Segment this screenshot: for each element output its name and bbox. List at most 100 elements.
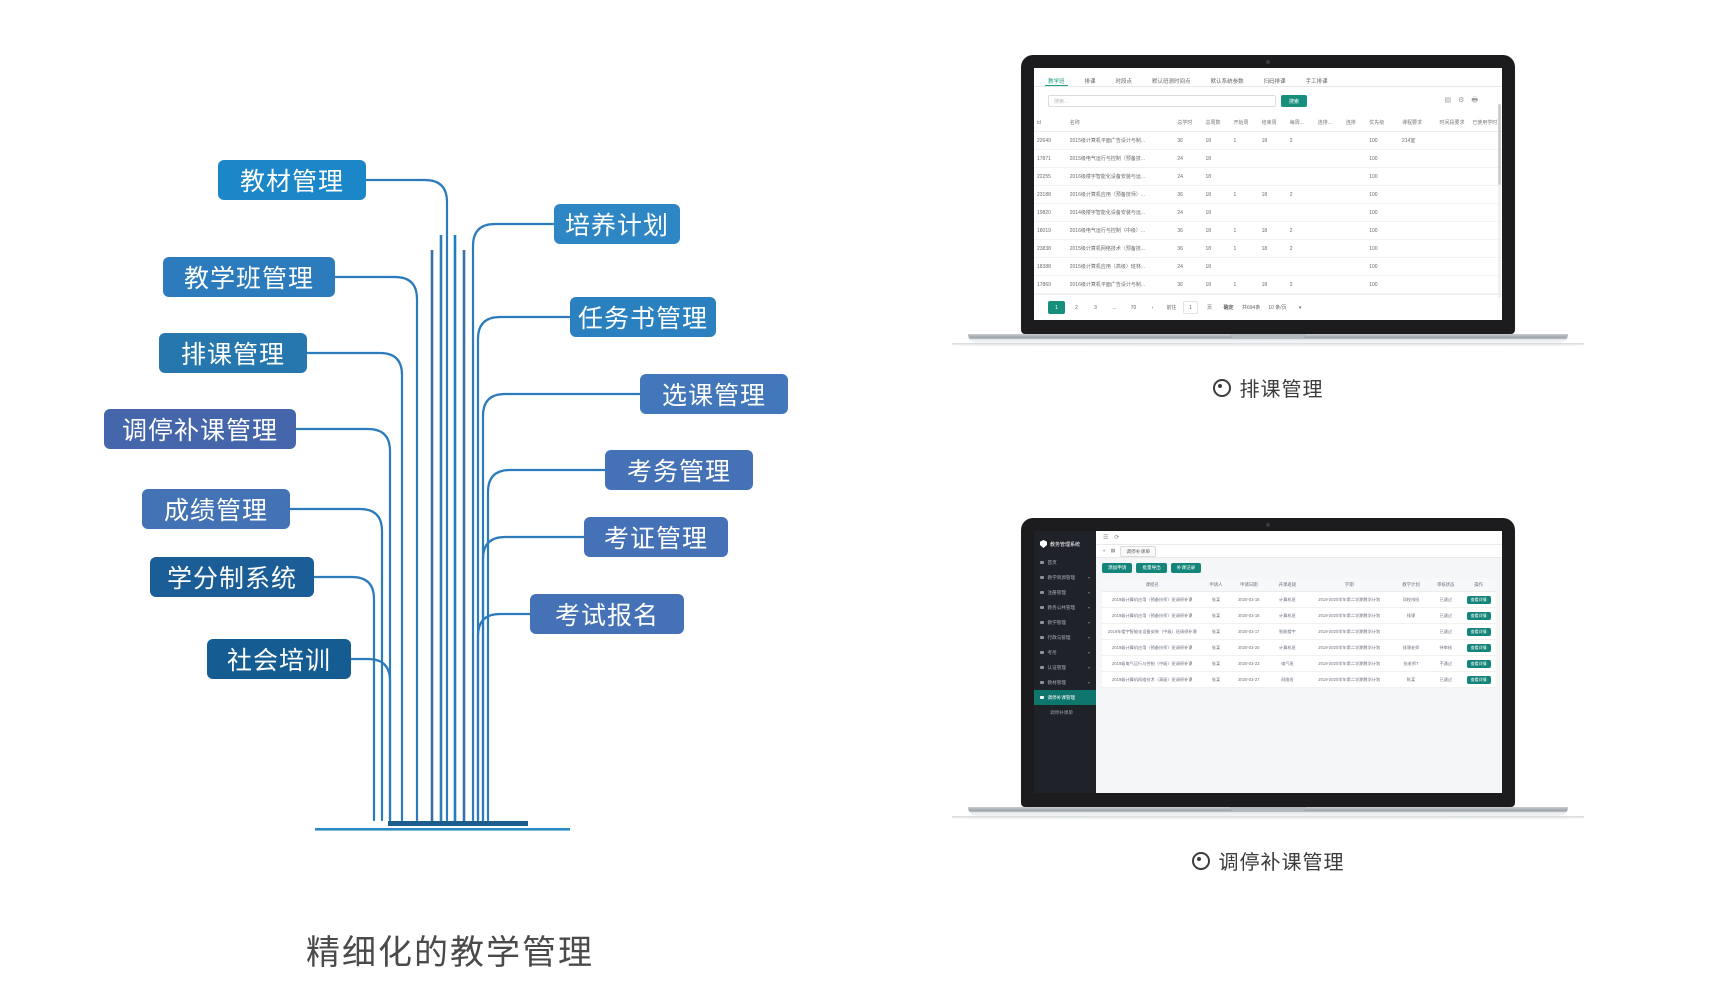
node-xuanke-guanli[interactable]: 选课管理 [640,374,788,414]
node-kaozheng-guanli[interactable]: 考证管理 [584,517,728,557]
makeup-records-button[interactable]: 补课记录 [1170,563,1202,573]
cell-start [1230,167,1259,186]
node-xuefenzhi-xitong[interactable]: 学分制系统 [150,557,314,597]
col-name[interactable]: 名称 [1066,114,1175,132]
cell-name: 2015级计算机网络技术（预备技... [1066,239,1175,258]
list-icon[interactable]: ▤ [1110,548,1116,554]
node-paike-guanli[interactable]: 排课管理 [159,333,307,373]
table-row[interactable]: 19820 2014级楼宇智能化设备安装与运... 24 18 100 [1034,203,1502,222]
node-renwushu-guanli[interactable]: 任务书管理 [570,297,716,337]
node-peiyang-jihua[interactable]: 培养计划 [554,204,680,244]
view-detail-button[interactable]: 查看详情 [1466,659,1491,668]
table-row[interactable]: 23188 2016级计算机应用（预备技师）... 36 18 1 18 2 1… [1034,185,1502,204]
cell-c1 [1314,131,1343,150]
col-time-req[interactable]: 时间段要求 [1436,114,1470,132]
node-shehui-peixun[interactable]: 社会培训 [207,639,351,679]
cell-per [1286,257,1315,276]
home-icon [1040,560,1044,565]
print-icon[interactable]: 🖶 [1471,96,1478,104]
col-id[interactable]: id [1034,114,1067,132]
page-size-select[interactable]: 10 条/页 [1268,305,1287,311]
table-row[interactable]: 2019年楼宇智能化设备安装（中级）班调停补课 张某 2020-03-17 智能… [1102,623,1496,640]
tab-saoma-paike[interactable]: 扫码排课 [1263,79,1286,85]
table-row[interactable]: 18019 2016级电气运行与控制（中级）... 36 18 1 18 2 1… [1034,221,1502,240]
col-per[interactable]: 每周... [1286,114,1315,132]
chevron-right-icon[interactable]: › [1151,304,1154,311]
col-hours[interactable]: 总学时 [1174,114,1203,132]
cell-used [1469,203,1502,222]
breadcrumb-tab[interactable]: 调停补课单 [1120,545,1157,557]
cell-applicant: 张某 [1202,655,1230,672]
table-row[interactable]: 2019级计算机应用（预备技师）班调停补课 张某 2020-03-20 计算机班… [1102,639,1496,656]
col-priority[interactable]: 优先级 [1366,114,1399,132]
tab-moren-banceshijian[interactable]: 默认班测时间点 [1152,79,1191,85]
sidebar-item-jiaocai[interactable]: 教材管理 ▾ [1034,675,1096,690]
confirm-button[interactable]: 确定 [1223,305,1234,311]
col-c2[interactable]: 连排 [1342,114,1367,132]
search-button[interactable]: 搜索 [1281,95,1308,107]
sidebar-item-home[interactable]: 首页 [1034,555,1096,570]
table-row[interactable]: 2019级计算机应用（预备技师）班调停补课 张某 2020-03-16 计算机班… [1102,607,1496,624]
node-jiaoxueban-guanli[interactable]: 教学班管理 [163,257,335,297]
search-input[interactable]: 搜索... [1048,95,1276,107]
menu-icon[interactable]: ☰ [1103,535,1109,541]
table-row[interactable]: 17869 2016级计算机平面广告设计与制... 36 18 1 18 2 1… [1034,275,1502,294]
col-req[interactable]: 课程要求 [1399,114,1437,132]
view-detail-button[interactable]: 查看详情 [1466,611,1491,620]
page-1[interactable]: 1 [1048,301,1065,314]
table-row[interactable]: 18388 2015级计算机应用（高级）班林... 24 18 100 [1034,257,1502,276]
table-row[interactable]: 22255 2016级楼宇智能化设备安装与运... 24 18 100 [1034,167,1502,186]
sidebar-item-renzheng[interactable]: 认证管理 ▾ [1034,660,1096,675]
sidebar-item-jiaowu-gonggong[interactable]: 教务公共管理 ▾ [1034,600,1096,615]
tab-paike[interactable]: 排课 [1084,79,1096,85]
page-3[interactable]: 3 [1094,304,1097,311]
node-kaowu-guanli[interactable]: 考务管理 [605,450,753,490]
view-detail-button[interactable]: 查看详情 [1466,595,1491,604]
tab-shougong-paike[interactable]: 手工排课 [1305,79,1328,85]
node-tiaoting-buke-guanli[interactable]: 调停补课管理 [104,409,296,449]
goto-input[interactable]: 1 [1183,301,1198,314]
page-2[interactable]: 2 [1075,304,1078,311]
sidebar-item-tiaoting-bukedan[interactable]: 调停补课单 [1034,705,1096,720]
sidebar-item-jiaoxue[interactable]: 教学管理 ▾ [1034,615,1096,630]
sidebar-item-kaowu[interactable]: 考务 ▾ [1034,645,1096,660]
table-row[interactable]: 23838 2015级计算机网络技术（预备技... 36 18 1 18 2 1… [1034,239,1502,258]
table-row[interactable]: 2019级计算机网络技术（高级）班调停补课 张某 2020-03-27 网络班 … [1102,671,1496,688]
refresh-icon[interactable]: ⟳ [1114,535,1120,541]
col-end[interactable]: 结束周 [1258,114,1287,132]
tab-moren-xitongcanshu[interactable]: 默认系统参数 [1210,79,1244,85]
node-jiaocai-guanli[interactable]: 教材管理 [218,160,366,200]
sidebar-item-tiaoting-buke[interactable]: 调停补课管理 [1034,690,1096,705]
vertical-scrollbar[interactable] [1498,104,1501,298]
col-start[interactable]: 开始周 [1230,114,1259,132]
laptop-paike: 教学班 排课 时段点 默认班测时间点 默认系统参数 扫码排课 手工排课 搜索..… [952,55,1584,402]
table-row[interactable]: 22649 2015级计算机平面广告设计与制... 36 18 1 18 2 1… [1034,131,1502,150]
columns-icon[interactable]: ▤ [1444,96,1452,104]
batch-export-button[interactable]: 批量导出 [1136,563,1167,573]
sidebar-item-jiaoxue-ziyuan[interactable]: 教学资源管理 ▾ [1034,570,1096,585]
sidebar-item-xingzheng[interactable]: 行政与管理 ▾ [1034,630,1096,645]
cell-class: 计算机班 [1268,639,1307,656]
col-used[interactable]: 已使用学时 [1469,114,1502,132]
sidebar-item-zhuce[interactable]: 注册管理 ▾ [1034,585,1096,600]
view-detail-button[interactable]: 查看详情 [1466,675,1491,684]
cell-c1 [1314,203,1343,222]
table-row[interactable]: 2019级电气运行与控制（中级）班调停补课 张某 2020-03-23 电气班 … [1102,655,1496,672]
tab-jiaoxueban[interactable]: 教学班 [1045,79,1067,86]
table-row[interactable]: 17871 2015级电气运行与控制（预备技... 24 18 100 [1034,149,1502,168]
chevron-down-icon[interactable]: ▾ [1298,304,1302,311]
page-70[interactable]: 70 [1130,304,1137,311]
add-application-button[interactable]: 添加申请 [1102,563,1133,573]
view-detail-button[interactable]: 查看详情 [1466,643,1491,652]
tab-shiduandian[interactable]: 时段点 [1115,79,1133,85]
node-chengji-guanli[interactable]: 成绩管理 [142,489,290,529]
view-detail-button[interactable]: 查看详情 [1466,627,1491,636]
col-weeks[interactable]: 总周数 [1202,114,1231,132]
gear-icon[interactable]: ⚙ [1458,96,1465,104]
table-row[interactable]: 2019级计算机应用（预备技师）班调停补课 张某 2020-03-16 计算机班… [1102,591,1496,608]
cell-req [1399,221,1437,240]
col-c1[interactable]: 连排... [1314,114,1343,132]
node-kaoshi-baoming[interactable]: 考试报名 [530,594,684,634]
back-icon[interactable]: « [1103,548,1106,554]
